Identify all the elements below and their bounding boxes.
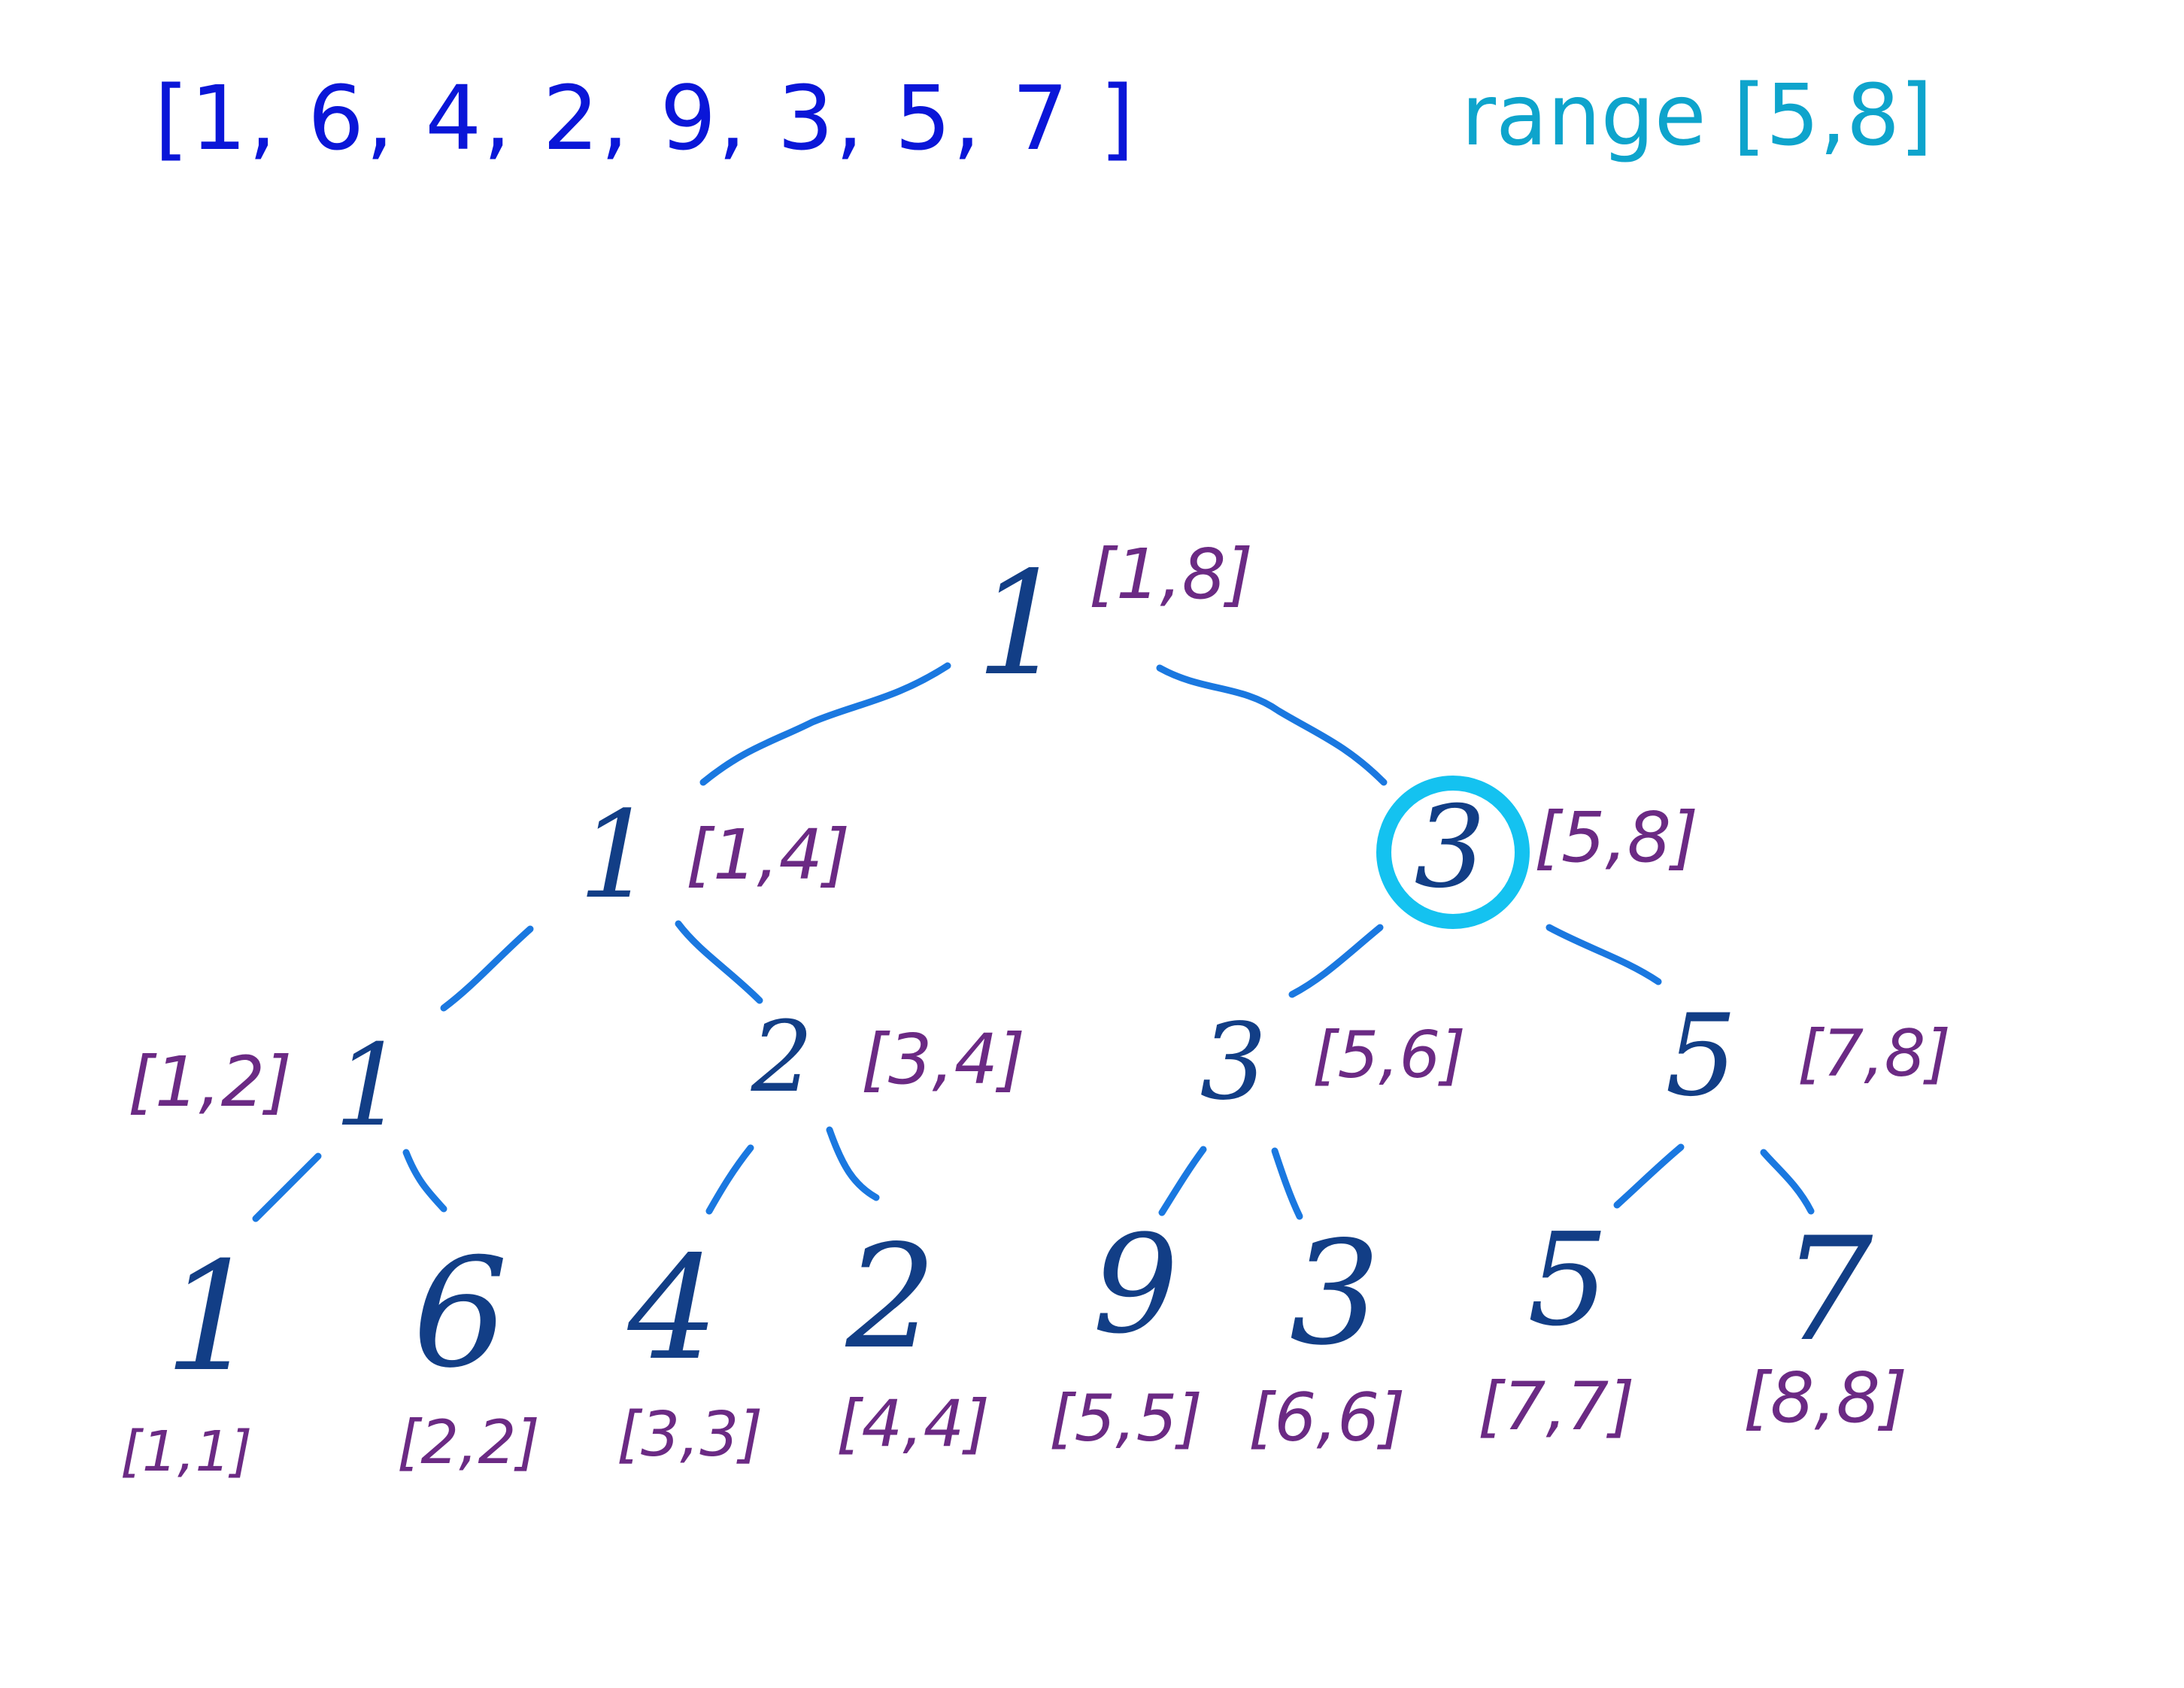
node-range-l2-a: [1,2]: [128, 1042, 292, 1122]
node-range-l2-b: [3,4]: [861, 1019, 1025, 1100]
edge-l1left-b: [675, 920, 763, 1004]
node-range-leaf-1: [1,1]: [120, 1419, 252, 1484]
node-value-leaf-4: 2: [845, 1214, 937, 1380]
node-value-l1-left: 1: [578, 785, 655, 925]
node-range-leaf-7: [7,7]: [1478, 1368, 1635, 1445]
edge-d-leaf8: [1760, 1149, 1815, 1215]
query-range-title: range [5,8]: [1461, 67, 1933, 165]
node-range-leaf-2: [2,2]: [397, 1407, 540, 1477]
edge-a-leaf1: [252, 1152, 322, 1222]
node-range-l1-right: [5,8]: [1534, 797, 1698, 878]
node-value-l1-right: 3: [1414, 782, 1485, 913]
edge-b-leaf4: [826, 1126, 880, 1201]
node-values: 1 1 3 1 2 3 5 1 6 4 2 9 3 5 7: [164, 541, 1873, 1405]
edge-b-leaf3: [705, 1144, 754, 1215]
node-value-leaf-3: 4: [627, 1225, 719, 1392]
node-value-leaf-8: 7: [1782, 1207, 1873, 1373]
edge-root-left: [699, 662, 951, 786]
node-range-leaf-6: [6,6]: [1248, 1379, 1406, 1456]
edge-c-leaf5: [1158, 1146, 1207, 1216]
node-range-l1-left: [1,4]: [686, 815, 850, 895]
node-range-l2-d: [7,8]: [1797, 1016, 1951, 1091]
node-range-root: [1,8]: [1089, 534, 1253, 615]
node-value-leaf-7: 5: [1527, 1206, 1609, 1355]
edge-d-leaf7: [1613, 1143, 1685, 1209]
node-value-leaf-1: 1: [164, 1230, 259, 1405]
node-range-leaf-8: [8,8]: [1743, 1358, 1907, 1438]
node-value-root: 1: [976, 541, 1067, 707]
edge-l1right-d: [1545, 924, 1662, 985]
edge-c-leaf6: [1271, 1147, 1303, 1220]
array-title: [1, 6, 4, 2, 9, 3, 5, 7 ]: [154, 66, 1136, 170]
node-value-l2-a: 1: [334, 1021, 405, 1152]
node-value-leaf-6: 3: [1290, 1210, 1381, 1377]
node-ranges: [1,8] [1,4] [5,8] [1,2] [3,4] [5,6] [7,8…: [120, 534, 1951, 1484]
node-range-l2-c: [5,6]: [1312, 1018, 1466, 1093]
node-value-l2-d: 5: [1665, 991, 1737, 1122]
highlight-circle: [1376, 776, 1530, 929]
node-value-l2-c: 3: [1200, 1001, 1266, 1124]
edge-l1right-c: [1288, 924, 1384, 998]
node-value-leaf-5: 9: [1093, 1207, 1179, 1364]
edge-a-leaf2: [402, 1149, 447, 1213]
node-range-leaf-4: [4,4]: [836, 1386, 990, 1462]
tree-edges: [252, 662, 1815, 1222]
node-range-leaf-3: [3,3]: [617, 1399, 763, 1471]
node-value-leaf-2: 6: [412, 1226, 508, 1401]
edge-l1left-a: [440, 925, 534, 1012]
node-range-leaf-5: [5,5]: [1049, 1381, 1203, 1456]
node-value-l2-b: 2: [751, 1000, 814, 1114]
edge-root-right: [1156, 664, 1388, 786]
